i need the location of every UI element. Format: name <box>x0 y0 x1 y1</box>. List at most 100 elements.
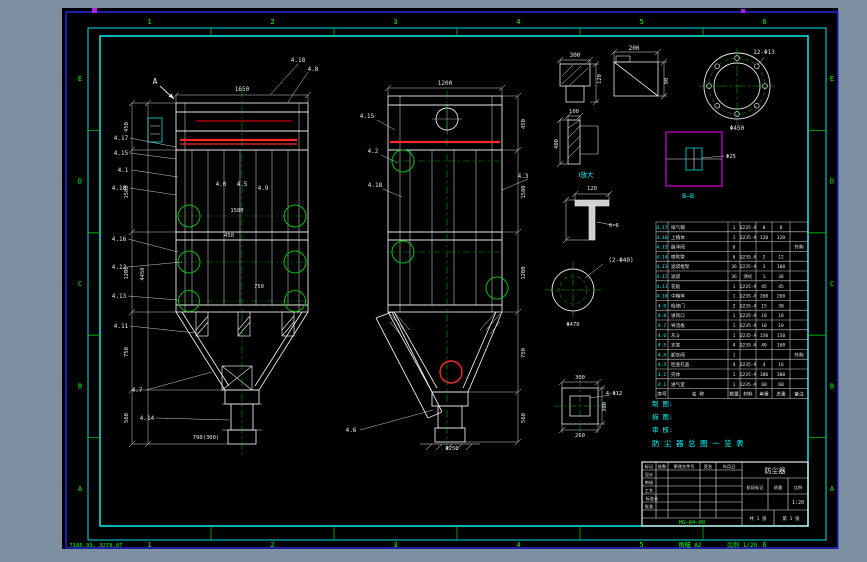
bom-cell: 4.1 <box>658 382 667 388</box>
titleblock-cell: 标记 <box>645 463 654 470</box>
detail-base-plate[interactable] <box>554 378 611 434</box>
zone-letter-left: B <box>78 382 82 390</box>
drawing-canvas[interactable] <box>62 8 838 549</box>
detail-bracket-1[interactable] <box>556 56 600 106</box>
bom-cell: 花板 <box>671 283 681 290</box>
titleblock-cell: 设计 <box>645 471 653 478</box>
drawing-number: HG—04—00 <box>679 520 706 526</box>
titleblock-cell: 审核 <box>645 479 654 486</box>
bom-cell: Q235-A <box>740 372 757 378</box>
annotation-label: 450 <box>521 119 527 129</box>
annotation-label: B—B <box>682 192 694 200</box>
bom-cell: 4 <box>763 362 766 368</box>
detail-channel-4[interactable] <box>556 112 599 168</box>
bom-cell: 1 <box>763 274 766 280</box>
zone-number-bottom: 5 <box>639 541 643 549</box>
left-view-holes[interactable] <box>176 90 308 455</box>
bom-grid <box>655 221 809 399</box>
bom-cell: 30 <box>778 303 784 309</box>
titleblock-cell: 标准化 <box>646 495 659 502</box>
annotation-label: 750 <box>254 284 264 290</box>
annotation-label: Ⅰ放大 <box>579 170 594 179</box>
bom-cell: 300 <box>760 372 769 378</box>
annotation-label: 120 <box>587 186 597 192</box>
annotation-label: 4.9 <box>258 185 269 192</box>
annotation-label: 12-Φ13 <box>753 49 775 56</box>
annotation-label: 300 <box>570 52 581 59</box>
title-block-text: 防尘器 阶段标记 质量 比例 1:20 共 1 张 第 1 张 HG—04—00 <box>679 466 804 526</box>
bom-cell: 4.3 <box>658 362 667 368</box>
bom-cell: 支架 <box>671 342 681 349</box>
bom-cell: Q235-A <box>740 323 757 329</box>
bom-cell: 160 <box>777 343 786 349</box>
left-view-red-lines[interactable] <box>180 120 297 145</box>
zone-number-bottom: 4 <box>516 541 520 549</box>
bom-header-cell: 数量 <box>729 391 739 398</box>
zone-letter-left: E <box>78 75 82 83</box>
bom-cell: 150 <box>760 333 769 339</box>
zone-number-bottom: 2 <box>270 541 274 549</box>
bom-cell: 中箱体 <box>671 293 685 300</box>
detail-flange-circle[interactable] <box>699 48 775 124</box>
bom-cell: 4.17 <box>656 225 667 231</box>
annotation-label: 200 <box>629 45 640 52</box>
annotation-label: 4.10 <box>112 185 127 192</box>
detail-viewport-magenta[interactable] <box>665 131 725 187</box>
annotation-labels: A4.84.1816504.174.154.14.104.164.124.134… <box>112 45 775 452</box>
bom-cell: 1 <box>733 225 736 231</box>
bom-cell: 18 <box>778 313 784 319</box>
bom-cell: 1 <box>733 382 736 388</box>
annotation-label: 4.12 <box>112 264 127 271</box>
grip-square[interactable] <box>741 9 745 13</box>
detail-tee-section[interactable] <box>562 190 613 244</box>
annotation-label: 4.0 <box>216 181 227 188</box>
bom-cell: Q235-A <box>740 382 757 388</box>
bom-cell: 涤纶 <box>743 273 753 280</box>
bom-cell: 120 <box>777 235 786 241</box>
bom-cell: 4.6 <box>658 333 667 339</box>
right-view-holes[interactable] <box>388 90 509 450</box>
annotation-label: 4.15 <box>114 150 129 157</box>
annotation-label: 4.6 <box>346 427 357 434</box>
grip-square[interactable] <box>92 8 97 13</box>
annotation-label: 1200 <box>521 266 527 279</box>
stage-label: 阶段标记 <box>747 484 765 491</box>
zone-number-bottom: 1 <box>147 541 151 549</box>
bom-cell: 10 <box>778 323 784 329</box>
bom-cell: 45 <box>778 284 784 290</box>
zone-letter-left: D <box>78 178 82 186</box>
mass-label: 质量 <box>774 484 782 491</box>
right-view-red[interactable] <box>390 140 500 384</box>
detail-gusset-2[interactable] <box>610 48 668 100</box>
left-view-dimensions <box>127 63 312 448</box>
bom-cell: 10 <box>761 323 767 329</box>
misc-text: 制 图:描 图:审 核:防 尘 器 总 图 一 览 表标记处数更改文件号签名年月… <box>645 399 744 510</box>
annotation-label: 4.2 <box>368 148 379 155</box>
annotation-label: 120 <box>597 74 603 84</box>
bom-cell: 4.11 <box>656 284 667 290</box>
annotation-label: 1580 <box>230 208 243 214</box>
bom-cell: 45 <box>761 284 767 290</box>
bom-cell: 1 <box>733 313 736 319</box>
annotation-label: 300 <box>575 375 585 381</box>
zone-number-bottom: 6 <box>762 541 766 549</box>
note-line: 制 图: <box>652 399 673 408</box>
zone-number-top: 5 <box>639 18 643 26</box>
titleblock-cell: 批准 <box>645 503 653 510</box>
detail-pipe-circle[interactable] <box>545 262 604 318</box>
section-arrowhead <box>168 93 174 99</box>
bom-cell: 300 <box>777 372 786 378</box>
annotation-label: 4.7 <box>132 387 143 394</box>
bom-cell: 6 <box>733 245 736 251</box>
bom-cell: 120 <box>760 235 769 241</box>
title-block[interactable] <box>641 461 809 527</box>
right-view-vessel[interactable] <box>375 95 503 451</box>
annotation-label: 4.1 <box>118 167 129 174</box>
bom-header-cell: 单重 <box>759 391 769 398</box>
annotation-label: 1200 <box>124 266 130 279</box>
zone-number-bottom: 3 <box>393 541 397 549</box>
bom-cell: 4.16 <box>656 235 667 241</box>
bom-cell: 108 <box>777 264 786 270</box>
